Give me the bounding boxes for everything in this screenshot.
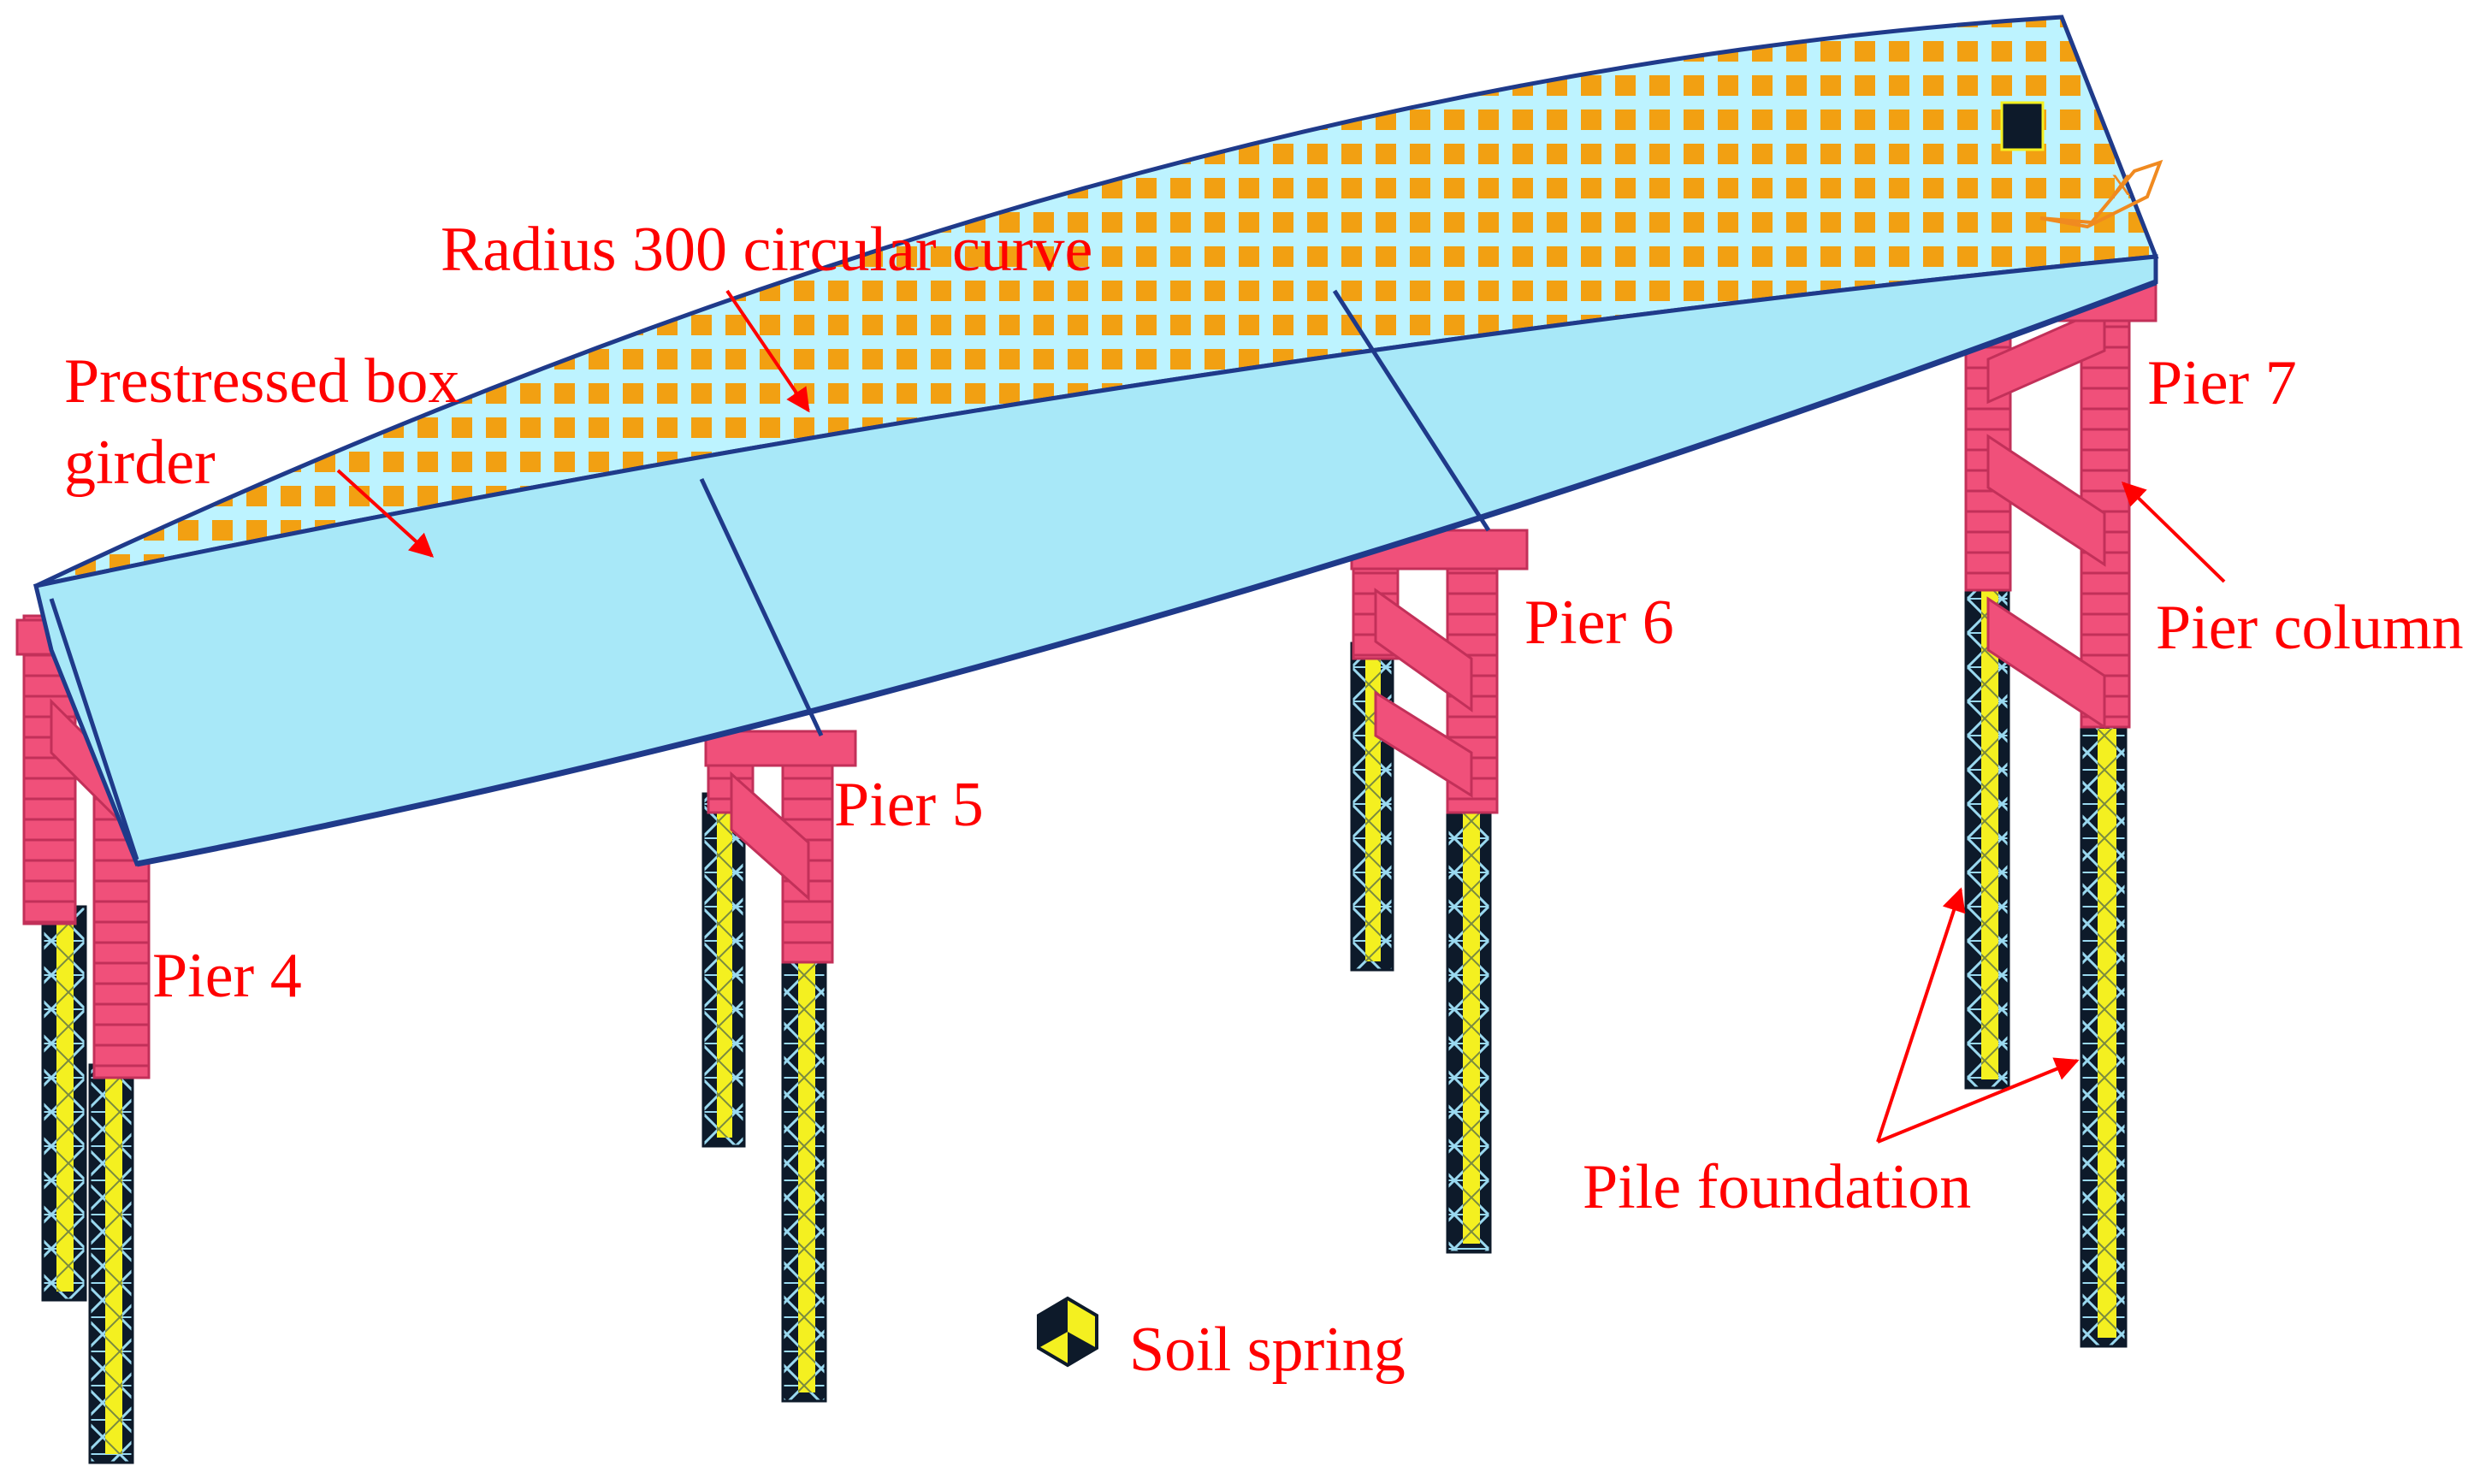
label-pier-4: Pier 4 xyxy=(152,941,302,1011)
bearing-lines xyxy=(49,289,1491,860)
axis-marker-label: X xyxy=(2111,169,2131,202)
pier-6-frame xyxy=(1350,529,1529,814)
soil-spring-icon xyxy=(1037,1296,1098,1368)
label-pier-5: Pier 5 xyxy=(834,770,984,840)
label-box-girder-line1: Prestressed box xyxy=(64,346,459,417)
label-pier-column: Pier column xyxy=(2156,593,2464,663)
label-pier-6: Pier 6 xyxy=(1524,588,1674,658)
box-girder-deck xyxy=(33,15,2159,867)
arrow-pile-right xyxy=(1877,1057,2080,1144)
arrow-radius-curve xyxy=(725,289,810,413)
pile-group-pier4 xyxy=(41,905,134,1464)
arrow-pier-column xyxy=(2121,482,2226,583)
pile-group-pier5 xyxy=(701,792,827,1403)
axis-marker-icon: X xyxy=(2000,101,2163,229)
label-box-girder-line2: girder xyxy=(64,428,216,498)
label-radius-curve: Radius 300 circular curve xyxy=(441,215,1092,285)
pile-foundations xyxy=(41,580,2128,1464)
annotation-labels: Radius 300 circular curve Prestressed bo… xyxy=(64,215,2464,1385)
label-pile-foundation: Pile foundation xyxy=(1583,1152,1971,1222)
pier-5-frame xyxy=(704,730,857,964)
label-pier-7: Pier 7 xyxy=(2147,348,2297,418)
pile-group-pier6 xyxy=(1350,641,1492,1254)
arrow-box-girder xyxy=(336,469,435,558)
annotation-arrows xyxy=(336,289,2226,1144)
label-soil-spring: Soil spring xyxy=(1129,1315,1406,1385)
arrow-pile-left xyxy=(1876,887,1966,1143)
pile-group-pier7 xyxy=(1964,580,2128,1348)
